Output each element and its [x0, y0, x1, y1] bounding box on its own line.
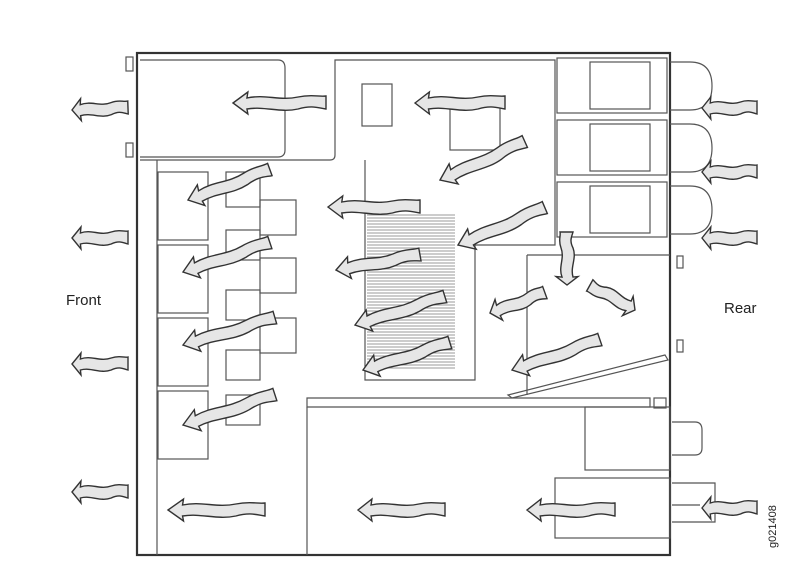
airflow-arrow-icon [72, 353, 128, 375]
airflow-arrow-icon [328, 196, 420, 218]
airflow-arrow-icon [168, 499, 265, 521]
airflow-arrow-icon [415, 92, 505, 114]
airflow-arrow-icon [360, 332, 454, 380]
airflow-arrow-icon [72, 481, 128, 503]
airflow-arrow-icon [184, 160, 274, 211]
heatsink [367, 214, 455, 369]
airflow-arrow-icon [486, 283, 549, 324]
airflow-arrow-icon [180, 233, 274, 283]
airflow-arrow-icon [556, 232, 578, 285]
figure-id: g021408 [767, 505, 779, 548]
airflow-arrow-icon [702, 161, 757, 183]
airflow-arrow-icon [358, 499, 445, 521]
airflow-arrow-icon [334, 244, 422, 281]
airflow-arrow-icon [180, 385, 279, 436]
airflow-arrow-icon [352, 286, 449, 335]
airflow-arrow-icon [702, 97, 757, 119]
rear-label: Rear [724, 300, 757, 317]
front-ear [125, 142, 134, 158]
airflow-arrow-icon [72, 97, 129, 121]
airflow-arrow-icon [454, 198, 550, 255]
airflow-arrow-icon [702, 497, 757, 519]
fan-tray [556, 57, 713, 238]
airflow-arrow-icon [436, 132, 530, 190]
chassis [125, 51, 716, 557]
airflow-arrow-icon [233, 92, 326, 114]
psu-bay [584, 406, 671, 471]
airflow-arrows [72, 92, 757, 521]
airflow-arrow-icon [72, 227, 128, 249]
airflow-arrow-icon [527, 499, 615, 521]
airflow-arrow-icon [702, 227, 757, 249]
front-ear [125, 56, 134, 72]
airflow-arrow-icon [180, 307, 278, 355]
airflow-arrow-icon [508, 330, 603, 381]
chassis-outline [135, 51, 672, 557]
airflow-arrow-icon [585, 275, 641, 319]
front-label: Front [66, 292, 102, 309]
